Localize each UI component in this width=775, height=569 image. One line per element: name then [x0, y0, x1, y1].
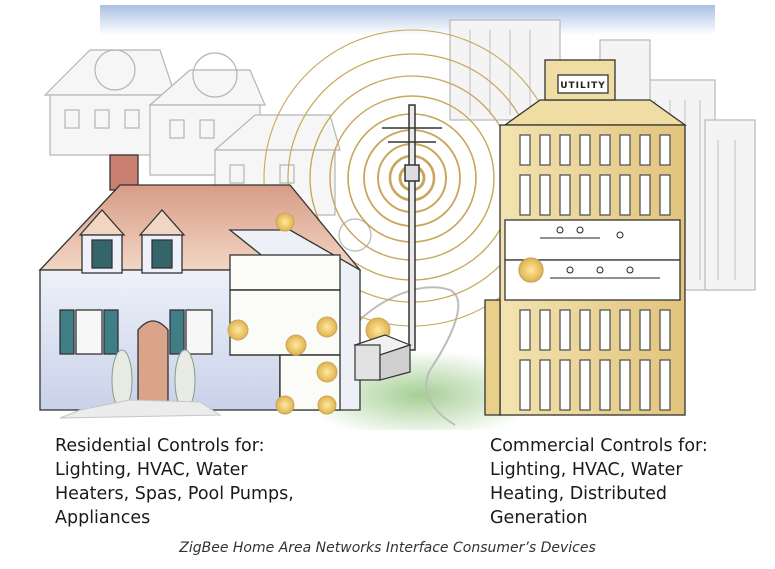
commercial-line: Commercial Controls for: — [490, 436, 708, 456]
commercial-line: Heating, Distributed — [490, 484, 668, 504]
background-houses — [43, 49, 372, 252]
residential-line: Appliances — [55, 508, 151, 528]
commercial-caption: Commercial Controls for: Lighting, HVAC,… — [490, 434, 708, 530]
figure-footer: ZigBee Home Area Networks Interface Cons… — [179, 540, 596, 556]
utility-sign: UTILITY — [560, 81, 606, 91]
utility-pole — [382, 104, 442, 351]
walkway — [59, 399, 222, 419]
residential-caption: Residential Controls for: Lighting, HVAC… — [55, 434, 294, 530]
residential-line: Heaters, Spas, Pool Pumps, — [55, 484, 294, 504]
road — [359, 286, 460, 426]
shrubs — [111, 349, 196, 411]
commercial-line: Generation — [490, 508, 588, 528]
spa-box — [353, 334, 412, 381]
commercial-line: Lighting, HVAC, Water — [490, 460, 683, 480]
smart-grid-illustration: UTILITY — [38, 5, 756, 430]
device-indicators — [227, 212, 391, 415]
residential-line: Lighting, HVAC, Water — [55, 460, 248, 480]
residential-line: Residential Controls for: — [55, 436, 265, 456]
commercial-tower — [484, 59, 688, 416]
